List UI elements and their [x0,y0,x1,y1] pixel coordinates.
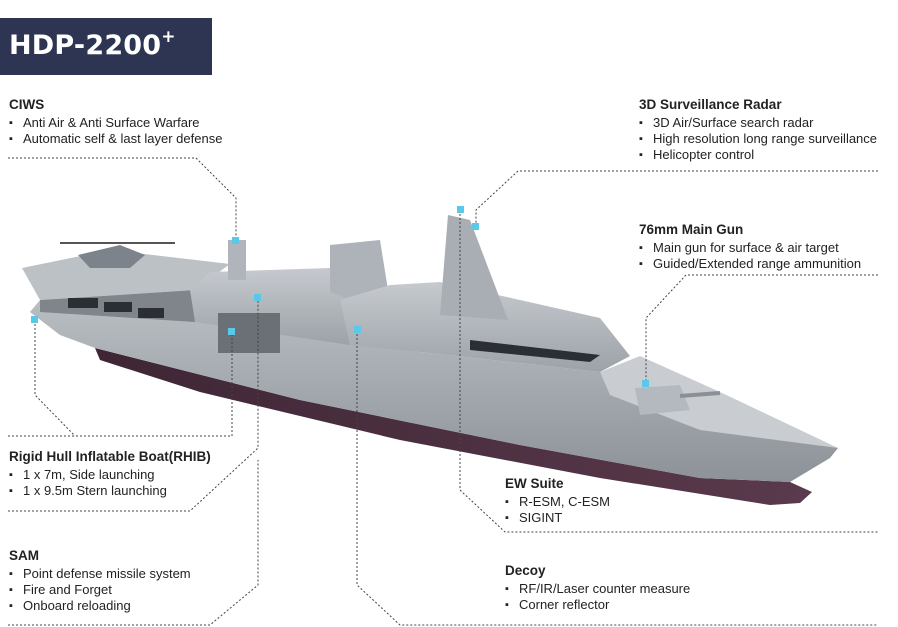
callout-decoy: Decoy RF/IR/Laser counter measure Corner… [505,563,690,613]
callout-rhib: Rigid Hull Inflatable Boat(RHIB) 1 x 7m,… [9,449,211,499]
marker-decoy [354,326,361,333]
callout-heading: 76mm Main Gun [639,222,744,237]
callout-item: Fire and Forget [9,582,191,598]
marker-gun [642,380,649,387]
marker-radar-1 [457,206,464,213]
callout-heading: 3D Surveillance Radar [639,97,782,112]
foredeck [600,356,838,448]
leader-decoy [356,330,878,626]
callout-item: Anti Air & Anti Surface Warfare [9,115,222,131]
leader-ciws [8,157,237,240]
leader-sam [8,460,259,626]
superstructure-fore [340,282,630,372]
ciws-mount [228,240,246,280]
leader-radar [475,170,878,226]
marker-sam [254,294,261,301]
leader-rhib-b [34,320,76,437]
leader-rhib-c [8,298,259,512]
helicopter [78,245,145,268]
callout-item: 1 x 9.5m Stern launching [9,483,211,499]
main-gun [635,385,690,415]
callout-item: RF/IR/Laser counter measure [505,581,690,597]
callout-sam: SAM Point defense missile system Fire an… [9,548,191,614]
callout-heading: Rigid Hull Inflatable Boat(RHIB) [9,449,211,464]
callout-item: 1 x 7m, Side launching [9,467,211,483]
callout-heading: CIWS [9,97,45,112]
callout-item: Corner reflector [505,597,690,613]
leader-gun [645,274,878,383]
funnel [330,240,388,300]
flight-deck [22,250,230,300]
callout-ciws: CIWS Anti Air & Anti Surface Warfare Aut… [9,97,222,147]
callout-item: High resolution long range surveillance [639,131,877,147]
page-title: HDP-2200+ [9,27,176,61]
marker-rhib-stern [31,316,38,323]
callout-gun: 76mm Main Gun Main gun for surface & air… [639,222,861,272]
callout-radar: 3D Surveillance Radar 3D Air/Surface sea… [639,97,877,163]
marker-ciws [232,237,239,244]
callout-item: Automatic self & last layer defense [9,131,222,147]
callout-item: SIGINT [505,510,610,526]
callout-item: R-ESM, C-ESM [505,494,610,510]
callout-item: Guided/Extended range ammunition [639,256,861,272]
marker-rhib-side [228,328,235,335]
callout-heading: SAM [9,548,39,563]
callout-item: Helicopter control [639,147,877,163]
marker-radar-2 [472,223,479,230]
main-mast [440,215,508,320]
callout-item: 3D Air/Surface search radar [639,115,877,131]
leader-rhib-a [8,332,233,437]
callout-item: Main gun for surface & air target [639,240,861,256]
title-banner: HDP-2200+ [0,18,212,75]
callout-heading: Decoy [505,563,546,578]
callout-item: Onboard reloading [9,598,191,614]
callout-ew: EW Suite R-ESM, C-ESM SIGINT [505,476,610,526]
lower-hull [95,348,812,505]
callout-item: Point defense missile system [9,566,191,582]
callout-heading: EW Suite [505,476,564,491]
leader-ew [459,210,878,533]
